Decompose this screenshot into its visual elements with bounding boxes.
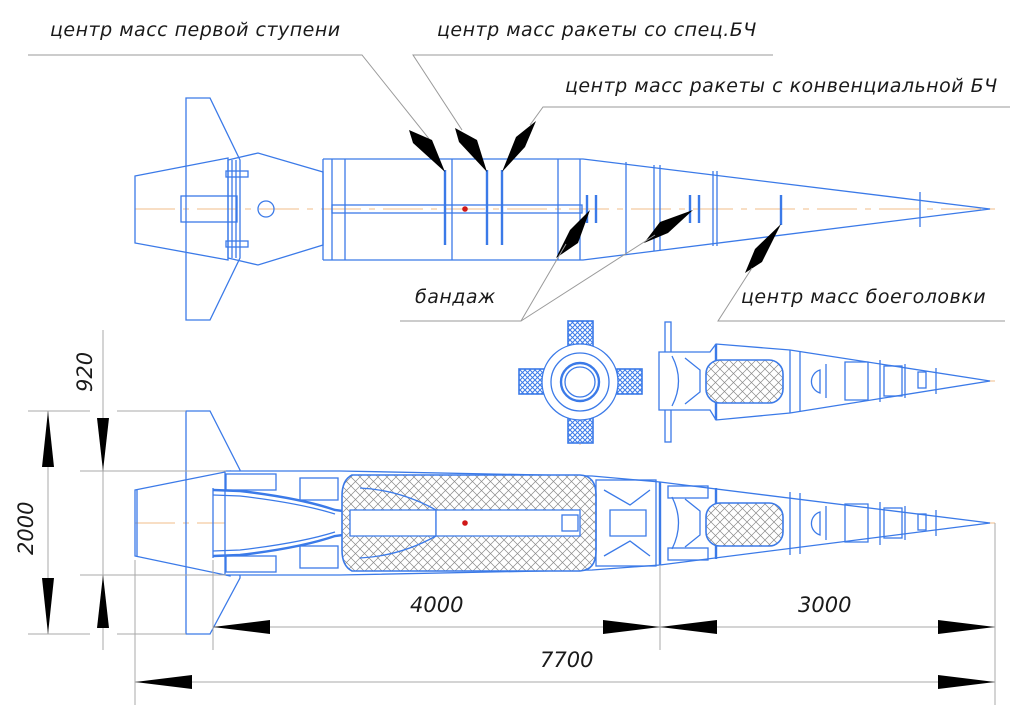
nozzle-contour xyxy=(671,355,701,407)
nozzle-contour xyxy=(671,496,701,550)
arrow-icon xyxy=(409,130,445,172)
arrow-icon xyxy=(135,675,192,689)
callout-label: центр масс ракеты со спец.БЧ xyxy=(437,19,757,41)
leader-line xyxy=(412,54,773,131)
leader-line xyxy=(717,267,1005,322)
arrow-icon xyxy=(745,224,781,273)
propellant-channel xyxy=(349,509,437,537)
actuator-block xyxy=(667,485,709,499)
propellant-channel xyxy=(435,509,581,537)
bracket xyxy=(225,170,249,178)
callout-cg-special-warhead: центр масс ракеты со спец.БЧ xyxy=(412,19,773,131)
callout-label: центр масс первой ступени xyxy=(50,19,341,41)
dimension-2000: 2000 xyxy=(14,502,38,555)
arrow-icon xyxy=(556,210,590,258)
leader-line xyxy=(520,234,656,322)
tail-fin xyxy=(185,97,241,321)
second-stage-propellant xyxy=(705,502,784,547)
nozzle-skirt xyxy=(134,470,231,577)
missile-end-view xyxy=(518,320,643,445)
center-of-mass-dot xyxy=(462,520,468,526)
actuator-block xyxy=(225,473,277,491)
nozzle-contour xyxy=(212,488,351,558)
fin-section-right xyxy=(616,368,643,395)
dimension-920: 920 xyxy=(73,352,97,392)
nozzle-liner xyxy=(212,494,336,552)
nozzle-ring xyxy=(564,366,596,398)
sensor-block xyxy=(917,371,927,389)
dimension-3000: 3000 xyxy=(798,593,851,617)
igniter xyxy=(561,514,579,532)
arrow-icon xyxy=(97,418,109,471)
dimension-4000: 4000 xyxy=(410,593,463,617)
center-of-mass-dot xyxy=(462,206,468,212)
grain-contour xyxy=(359,487,437,559)
electronics-block xyxy=(883,507,903,539)
arrow-icon xyxy=(603,620,660,634)
dimension-7700: 7700 xyxy=(540,648,593,672)
dimension-lines: 920 2000 4000 3000 7700 xyxy=(14,330,996,705)
interstage-bay xyxy=(595,479,657,567)
outer-ring xyxy=(541,343,619,421)
interstage-mechanism xyxy=(603,489,651,557)
arrow-icon xyxy=(455,128,487,172)
center-tube xyxy=(331,204,583,214)
guidance-unit xyxy=(810,503,869,543)
arrow-icon xyxy=(938,675,995,689)
leader-line xyxy=(28,54,431,141)
leader-line xyxy=(400,243,567,322)
arrow-icon xyxy=(42,411,54,467)
actuator-block xyxy=(299,545,339,569)
sensor-block xyxy=(917,513,927,531)
callout-cg-warhead: центр масс боеголовки xyxy=(717,267,1005,322)
middle-ring xyxy=(550,352,610,412)
bracket xyxy=(225,240,249,248)
arrow-icon xyxy=(42,578,54,634)
arrow-icon xyxy=(644,210,693,243)
arrow-icon xyxy=(213,620,270,634)
arrow-icon xyxy=(97,575,109,628)
callout-cg-first-stage: центр масс первой ступени xyxy=(28,19,431,141)
port-circle xyxy=(257,200,275,218)
actuator-block xyxy=(299,477,339,501)
warhead-section-view xyxy=(658,321,995,443)
nozzle-block xyxy=(180,195,238,223)
missile-section-view xyxy=(134,410,995,635)
callout-label: центр масс боеголовки xyxy=(741,286,986,308)
leader-line xyxy=(529,106,1010,126)
callout-label: центр масс ракеты с конвенциальной БЧ xyxy=(565,75,998,97)
actuator-block xyxy=(225,555,277,573)
electronics-block xyxy=(883,365,903,397)
inner-ring xyxy=(559,361,601,403)
fin-section-left xyxy=(518,368,545,395)
fin-section-top xyxy=(567,320,594,347)
nozzle-skirt xyxy=(134,157,229,261)
arrow-icon xyxy=(938,620,995,634)
guidance-unit xyxy=(810,361,869,401)
body-outline xyxy=(224,470,991,576)
callout-bandage: бандаж xyxy=(400,234,656,322)
actuator-block xyxy=(667,547,709,561)
callout-cg-conventional-warhead: центр масс ракеты с конвенциальной БЧ xyxy=(529,75,1010,126)
arrow-icon xyxy=(502,121,536,172)
callout-label: бандаж xyxy=(415,286,496,308)
arrow-icon xyxy=(660,620,717,634)
propellant-charge xyxy=(705,359,784,404)
missile-top-view xyxy=(134,97,995,321)
body-outline xyxy=(323,158,991,261)
